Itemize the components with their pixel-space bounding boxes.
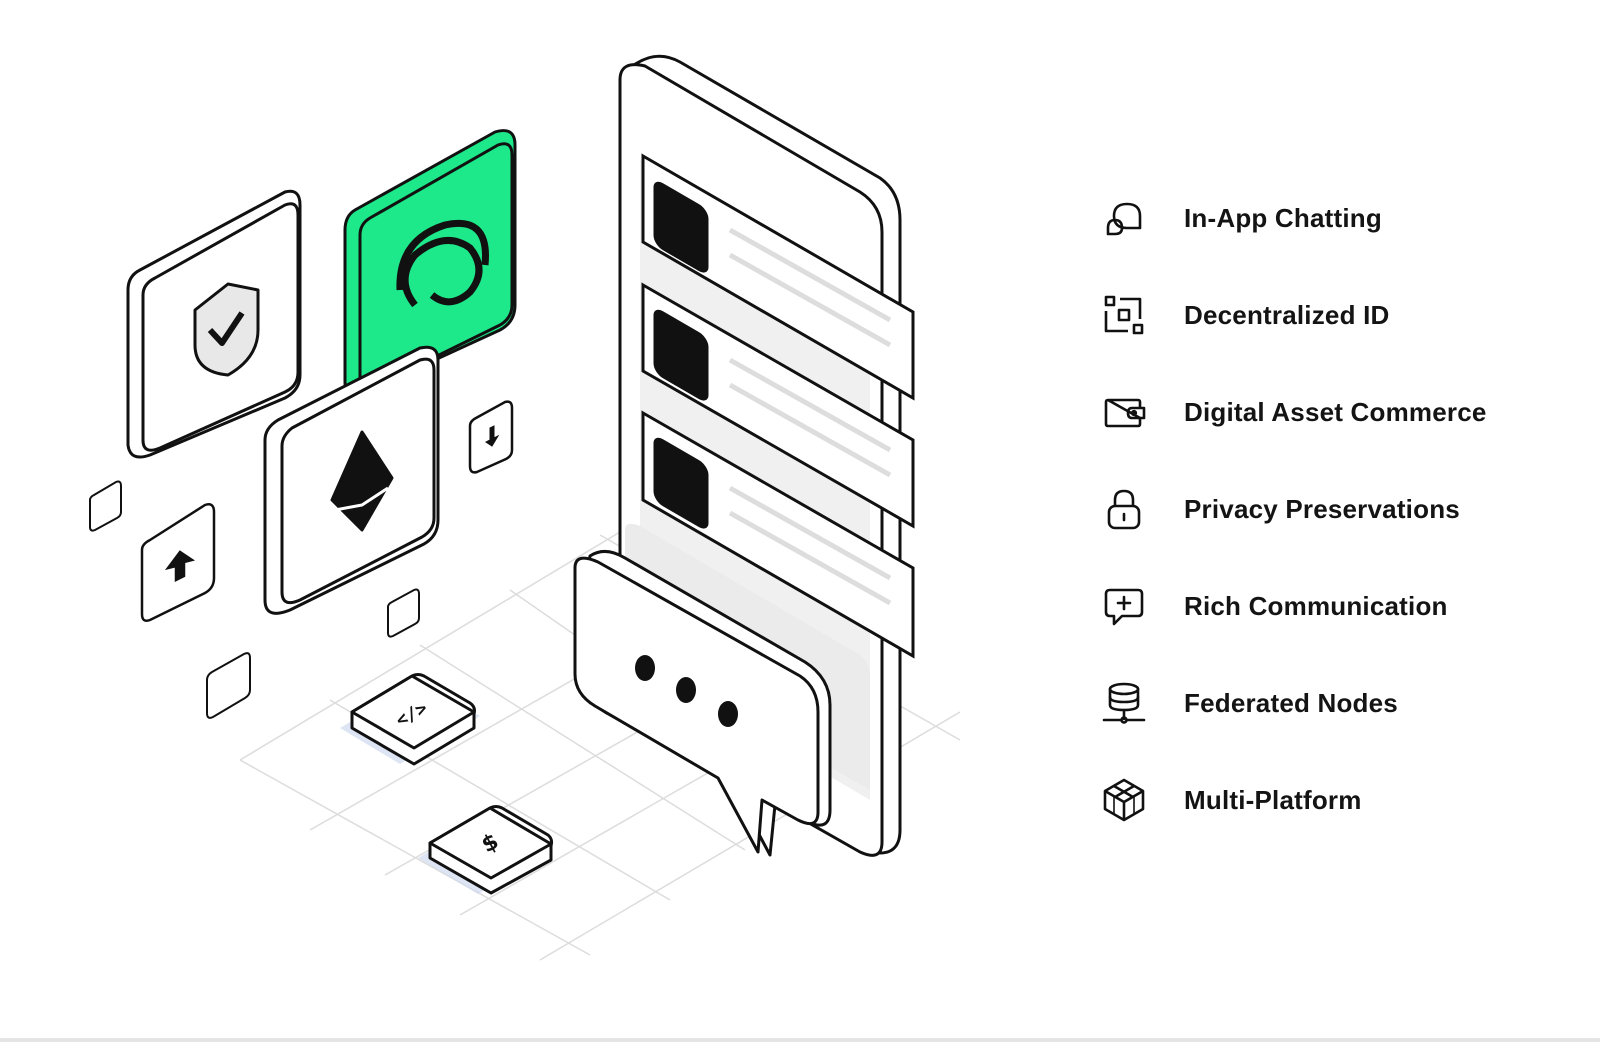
isometric-illustration: </> $ xyxy=(89,54,961,961)
feature-list: In-App Chatting Decentralized ID Digital… xyxy=(1100,190,1580,869)
upload-arrow-tile xyxy=(140,503,216,622)
feature-item-privacy-preservations: Privacy Preservations xyxy=(1100,481,1580,537)
green-swirl-tile xyxy=(343,129,517,396)
feature-item-federated-nodes: Federated Nodes xyxy=(1100,675,1580,731)
database-node-icon xyxy=(1100,679,1148,727)
wallet-icon xyxy=(1100,388,1148,436)
feature-item-multi-platform: Multi-Platform xyxy=(1100,772,1580,828)
message-card-3 xyxy=(641,410,915,659)
id-scan-icon xyxy=(1100,291,1148,339)
lock-icon xyxy=(1100,485,1148,533)
feature-label: Privacy Preservations xyxy=(1184,493,1460,524)
feature-label: Multi-Platform xyxy=(1184,784,1362,815)
cube-icon xyxy=(1100,776,1148,824)
message-plus-icon xyxy=(1100,582,1148,630)
dollar-coin: $ xyxy=(418,805,554,895)
bottom-divider xyxy=(0,1038,1600,1042)
message-card-1 xyxy=(641,153,915,401)
feature-label: Rich Communication xyxy=(1184,590,1448,621)
ethereum-tile xyxy=(263,345,440,615)
empty-tiles xyxy=(89,480,420,719)
download-arrow-tile xyxy=(468,400,514,474)
feature-item-rich-communication: Rich Communication xyxy=(1100,578,1580,634)
feature-label: Federated Nodes xyxy=(1184,687,1398,718)
chat-bubbles-icon xyxy=(1100,194,1148,242)
shield-tile xyxy=(126,189,302,459)
feature-label: Digital Asset Commerce xyxy=(1184,396,1487,427)
speech-bubble xyxy=(573,550,832,857)
feature-label: In-App Chatting xyxy=(1184,202,1382,233)
feature-item-decentralized-id: Decentralized ID xyxy=(1100,287,1580,343)
feature-item-in-app-chatting: In-App Chatting xyxy=(1100,190,1580,246)
feature-item-digital-asset-commerce: Digital Asset Commerce xyxy=(1100,384,1580,440)
message-card-2 xyxy=(641,282,915,529)
feature-label: Decentralized ID xyxy=(1184,299,1390,330)
code-coin: </> xyxy=(340,673,480,766)
